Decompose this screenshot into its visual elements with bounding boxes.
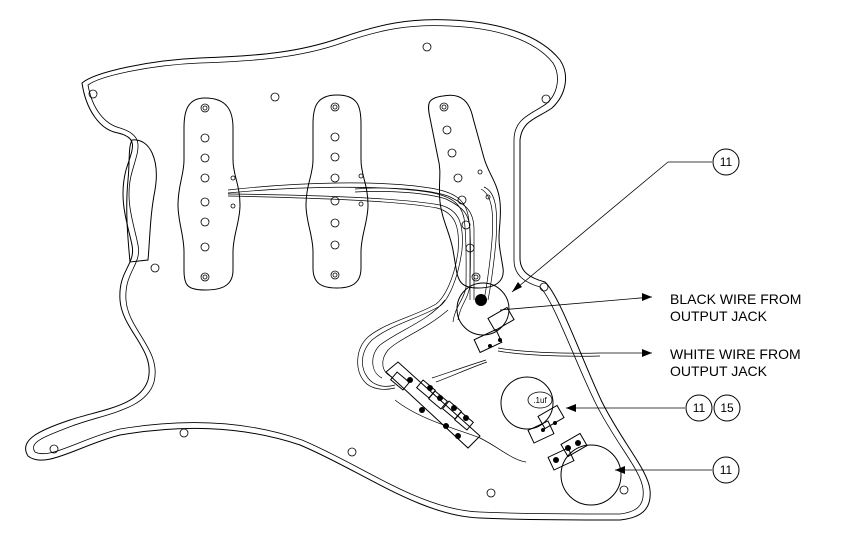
pickup-wires bbox=[227, 182, 601, 463]
volume-pot bbox=[456, 282, 515, 354]
capacitor-label: .1uf bbox=[533, 396, 547, 405]
middle-pickup bbox=[305, 94, 369, 289]
screw-holes bbox=[49, 42, 629, 498]
callout-leaders bbox=[499, 161, 712, 474]
black-wire-label-line1: BLACK WIRE FROM bbox=[670, 291, 801, 307]
callout-number: 11 bbox=[720, 155, 733, 169]
white-wire-label-line1: WHITE WIRE FROM bbox=[670, 346, 801, 362]
white-wire-label-line2: OUTPUT JACK bbox=[670, 363, 768, 379]
callout-number: 11 bbox=[693, 401, 706, 415]
callout-number: 15 bbox=[720, 401, 734, 415]
neck-pickup bbox=[177, 97, 241, 291]
pickup-selector-switch bbox=[385, 361, 481, 449]
black-wire-label-line2: OUTPUT JACK bbox=[670, 308, 768, 324]
callout-15: 15 bbox=[713, 394, 741, 422]
neck-pocket-cutout bbox=[126, 139, 157, 263]
pickguard-inner-edge bbox=[33, 25, 644, 515]
callout-11-bottom: 11 bbox=[712, 456, 740, 484]
tone-pot-1: .1uf bbox=[500, 376, 565, 444]
pickguard-outline bbox=[25, 19, 651, 521]
callout-11-middle: 11 bbox=[685, 394, 713, 422]
bridge-pickup bbox=[428, 94, 504, 289]
callout-11-top: 11 bbox=[712, 148, 740, 176]
tone-pot-2 bbox=[547, 432, 622, 506]
callout-number: 11 bbox=[720, 463, 733, 477]
